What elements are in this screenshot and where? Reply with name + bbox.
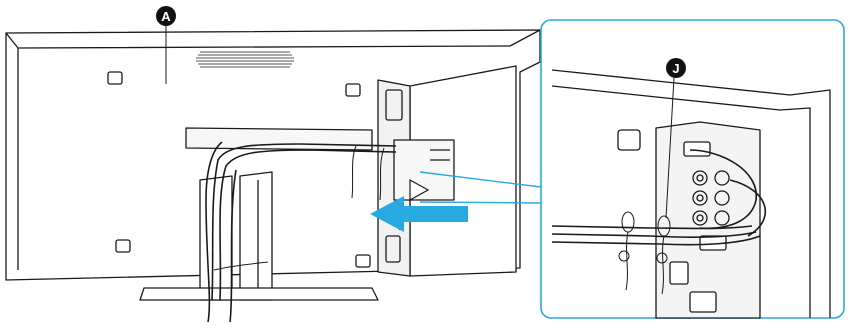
tv-rear-view — [6, 30, 540, 322]
stand-bracket — [186, 128, 372, 150]
stand-neck — [200, 176, 232, 300]
callout-j: J — [666, 58, 686, 78]
stand-base — [140, 288, 378, 300]
zoom-detail-panel — [541, 20, 844, 318]
callout-j-label: J — [672, 61, 679, 76]
callout-a-label: A — [161, 9, 171, 24]
